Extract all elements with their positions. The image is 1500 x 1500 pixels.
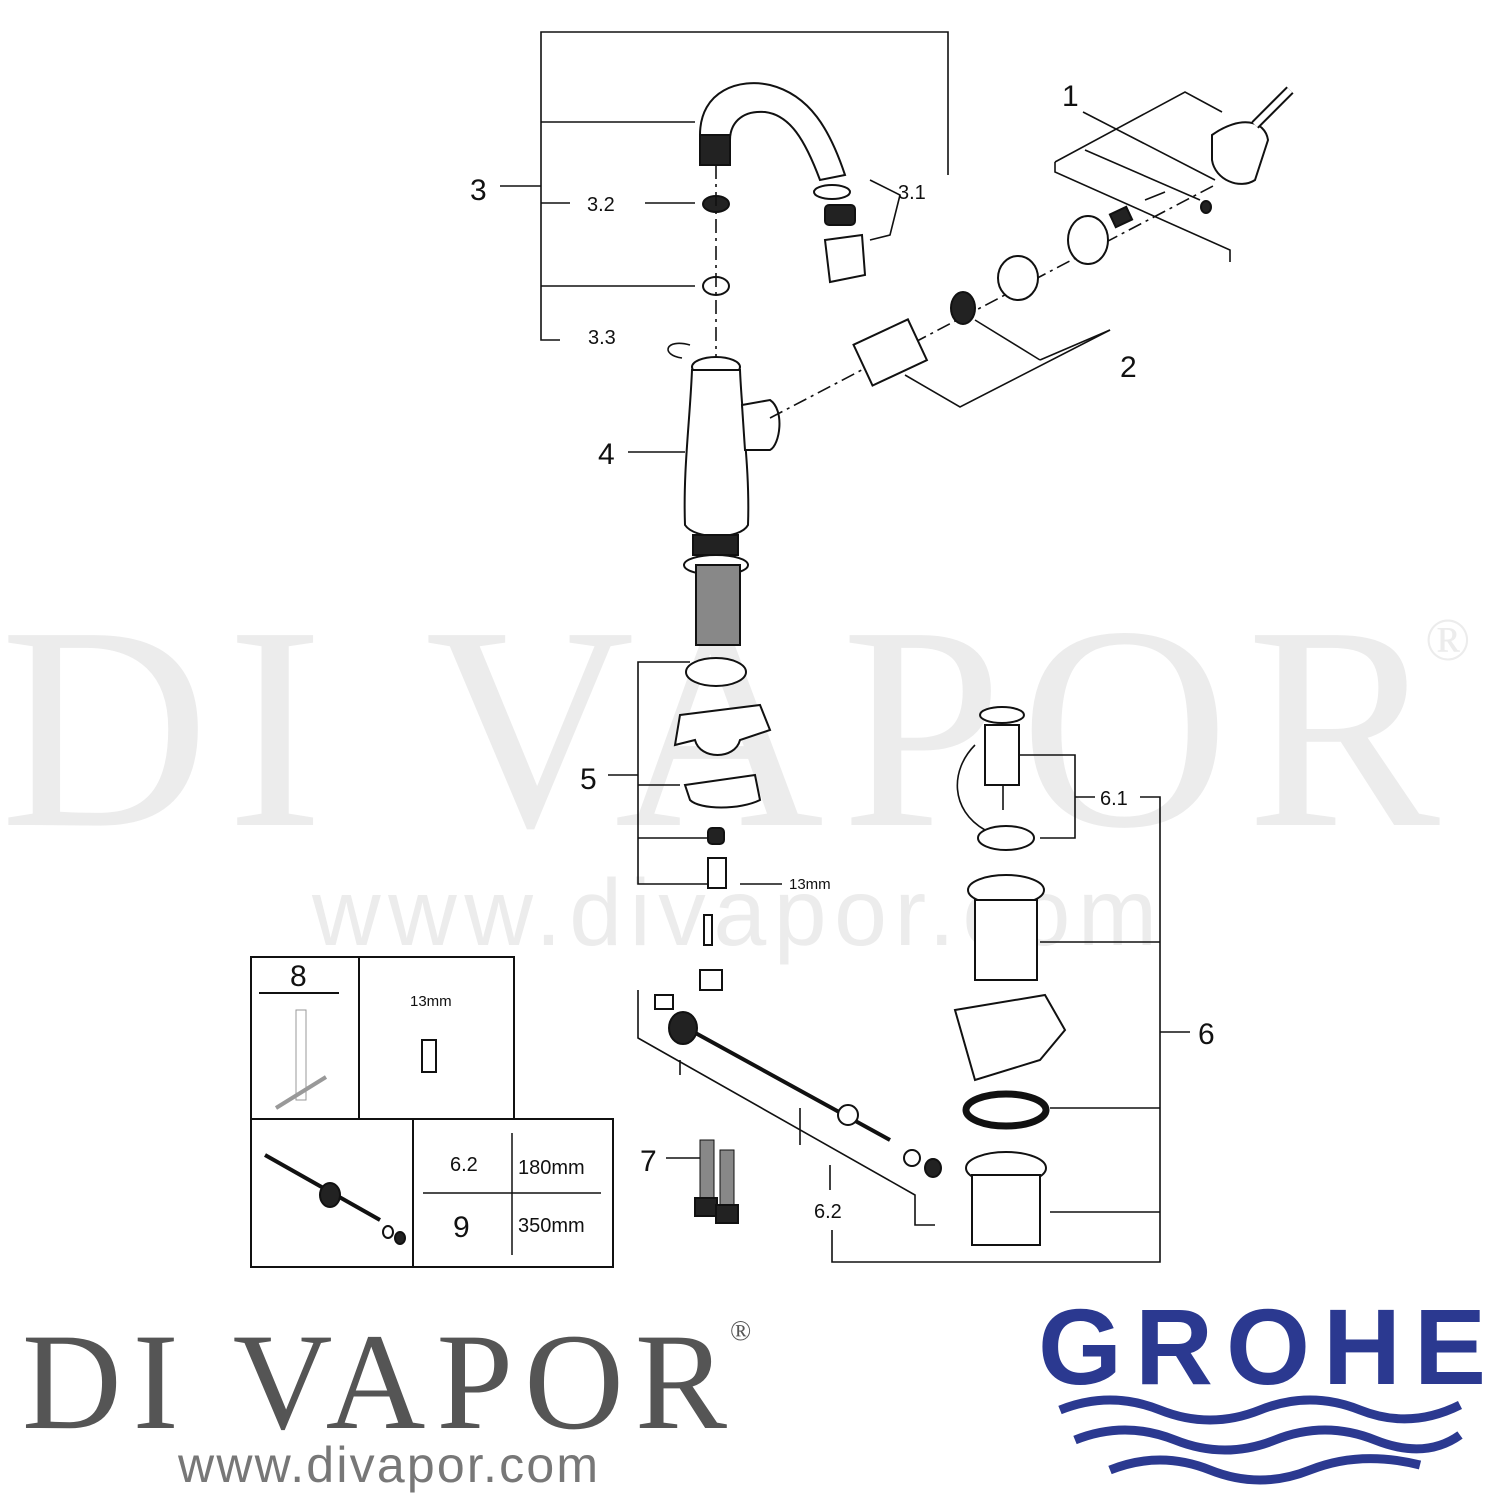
retaining-clip-3-3	[667, 342, 691, 359]
table-row-1-length: 180mm	[518, 1157, 585, 1179]
flexible-hoses-part	[666, 1139, 739, 1224]
label-6-1: 6.1	[1100, 788, 1128, 810]
label-3-3: 3.3	[588, 327, 616, 349]
label-3: 3	[470, 174, 487, 207]
inset-tool-box: 8 13mm	[250, 956, 515, 1120]
label-8: 8	[290, 960, 307, 993]
label-1: 1	[1062, 80, 1079, 113]
bracket-5	[608, 661, 782, 885]
table-row-1-part: 6.2	[450, 1154, 478, 1176]
spout-part	[698, 82, 901, 284]
fixing-plate	[683, 773, 762, 809]
bracket-1	[1054, 91, 1231, 262]
inset-length-table: 6.2 180mm 9 350mm	[250, 1118, 614, 1268]
table-row-2-length: 350mm	[518, 1215, 585, 1237]
divapor-logo: DI VAPOR ® www.divapor.com	[22, 1305, 751, 1493]
bracket-2	[904, 319, 1111, 408]
label-2: 2	[1120, 351, 1137, 384]
cartridge-part	[852, 191, 1212, 387]
bracket-6	[831, 754, 1190, 1263]
divapor-logo-brand: DI VAPOR	[22, 1305, 727, 1458]
pop-up-waste-parts	[953, 706, 1067, 1246]
label-3-2: 3.2	[587, 194, 615, 216]
lever-handle-part	[1211, 86, 1294, 185]
label-3-1: 3.1	[898, 182, 926, 204]
table-row-2-part: 9	[453, 1211, 470, 1244]
label-7: 7	[640, 1145, 657, 1178]
grohe-logo-text: GROHE	[1038, 1286, 1486, 1407]
divapor-logo-registered: ®	[730, 1316, 751, 1347]
callout-labels: 1 2 3 3.1 3.2 3.3 4 5 13mm 6 6.1 6.2 7	[470, 80, 1215, 1223]
label-4: 4	[598, 438, 615, 471]
tap-body-part	[628, 356, 781, 646]
tool-size: 13mm	[410, 993, 452, 1010]
label-5: 5	[580, 763, 597, 796]
divapor-logo-url: www.divapor.com	[177, 1437, 598, 1493]
label-5-size: 13mm	[789, 876, 831, 893]
bracket-3	[500, 31, 949, 341]
counter-top-section	[673, 703, 772, 756]
label-6: 6	[1198, 1018, 1215, 1051]
label-6-2: 6.2	[814, 1201, 842, 1223]
pop-up-rod-part	[637, 914, 942, 1226]
